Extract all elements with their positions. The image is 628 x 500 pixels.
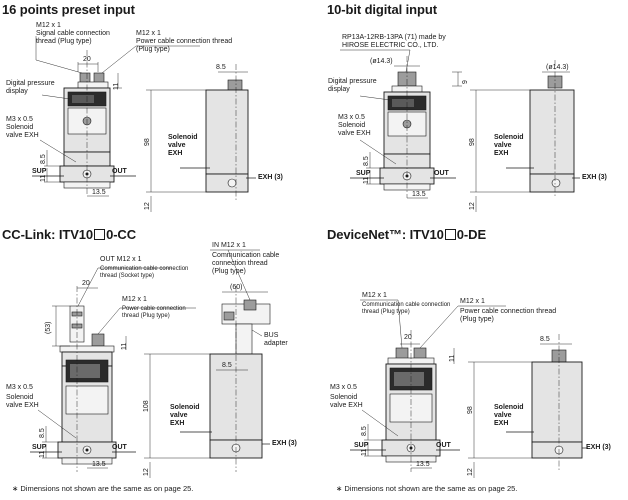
devicenet-dim-12: 12: [467, 468, 474, 476]
preset-gauge-label: Digital pressure display: [6, 80, 55, 95]
cclink-power-thread: Power cable connection thread (Plug type…: [122, 306, 186, 319]
preset-m3-label: M3 x 0.5: [6, 116, 33, 123]
digital-dim-9: 9: [462, 80, 469, 84]
devicenet-out: OUT: [436, 442, 451, 449]
cclink-out: OUT: [112, 444, 127, 451]
devicenet-dim-135: 13.5: [416, 461, 430, 468]
cclink-title-post: 0-CC: [106, 227, 136, 242]
preset-solenoid-exh: Solenoid valve EXH: [6, 124, 39, 139]
cclink-title: CC-Link: ITV10 0-CC: [2, 227, 136, 242]
preset-title: 16 points preset input: [2, 2, 135, 17]
devicenet-front-view: [350, 299, 506, 472]
preset-dim-98: 98: [144, 138, 151, 146]
cclink-out-m12: OUT M12 x 1: [100, 256, 142, 263]
digital-m3-label: M3 x 0.5: [338, 114, 365, 121]
digital-solenoid-side: Solenoid valve EXH: [494, 134, 524, 157]
devicenet-title-box: [444, 229, 456, 240]
cclink-m12-power: M12 x 1: [122, 296, 147, 303]
preset-dim-11-top: 11: [113, 82, 120, 90]
footnote-right: ∗ Dimensions not shown are the same as o…: [336, 484, 518, 493]
cclink-dim-135: 13.5: [92, 461, 106, 468]
preset-exh3: EXH (3): [258, 174, 283, 181]
cclink-dim-85b: 8.5: [39, 428, 46, 438]
devicenet-power-thread: Power cable connection thread (Plug type…: [460, 308, 557, 323]
devicenet-comm-thread: Communication cable connection thread (P…: [362, 302, 451, 315]
cclink-front-view: [30, 267, 196, 472]
preset-sup: SUP: [32, 168, 47, 175]
cclink-dim-60: (60): [230, 284, 243, 291]
devicenet-solenoid-exh: Solenoid valve EXH: [330, 394, 363, 409]
cclink-dim-11b: 11: [39, 450, 46, 458]
devicenet-dim-98: 98: [467, 406, 474, 414]
preset-side-view: [146, 64, 256, 212]
digital-sup: SUP: [356, 170, 371, 177]
cclink-solenoid-side: Solenoid valve EXH: [170, 404, 200, 427]
digital-gauge-label: Digital pressure display: [328, 78, 377, 93]
digital-dim-12: 12: [469, 202, 476, 210]
devicenet-sup: SUP: [354, 442, 369, 449]
preset-out: OUT: [112, 168, 127, 175]
preset-dim-11b: 11: [40, 174, 47, 182]
devicenet-dim-85b: 8.5: [361, 426, 368, 436]
cclink-side-view: [144, 249, 271, 478]
devicenet-m3-label: M3 x 0.5: [330, 384, 357, 391]
digital-phi-side: (ø14.3): [546, 64, 569, 71]
cclink-comm-thread: Communication cable connection thread (S…: [100, 266, 189, 279]
digital-phi-front: (ø14.3): [370, 58, 393, 65]
preset-m12-power: M12 x 1: [136, 30, 161, 37]
digital-out: OUT: [434, 170, 449, 177]
digital-exh3: EXH (3): [582, 174, 607, 181]
preset-dim-85: 8.5: [216, 64, 226, 71]
preset-solenoid-side: Solenoid valve EXH: [168, 134, 198, 157]
cclink-dim-12: 12: [143, 468, 150, 476]
preset-dim-135: 13.5: [92, 189, 106, 196]
digital-title: 10-bit digital input: [327, 2, 437, 17]
devicenet-dim-11b: 11: [361, 448, 368, 456]
cclink-solenoid-exh: Solenoid valve EXH: [6, 394, 39, 409]
devicenet-dim-20: 20: [404, 334, 412, 341]
cclink-in-m12: IN M12 x 1: [212, 242, 246, 249]
preset-dim-85b: 8.5: [40, 154, 47, 164]
digital-side-view: [470, 60, 580, 212]
cclink-dim-20: 20: [82, 280, 90, 287]
digital-dim-98: 98: [469, 138, 476, 146]
cclink-dim-85: 8.5: [222, 362, 232, 369]
digital-dim-11: 11: [363, 176, 370, 184]
devicenet-exh3: EXH (3): [586, 444, 611, 451]
cclink-title-pre: CC-Link: ITV10: [2, 227, 94, 242]
cclink-dim-11: 11: [121, 342, 128, 350]
cclink-exh3: EXH (3): [272, 440, 297, 447]
digital-connector-label: RP13A-12RB-13PA (71) made by HIROSE ELEC…: [342, 34, 446, 49]
devicenet-dim-11: 11: [449, 354, 456, 362]
preset-m12-signal: M12 x 1: [36, 22, 61, 29]
digital-front-view: [340, 49, 462, 199]
devicenet-title-post: 0-DE: [456, 227, 487, 242]
devicenet-m12-power: M12 x 1: [460, 298, 485, 305]
preset-dim-12: 12: [144, 202, 151, 210]
devicenet-dim-85: 8.5: [540, 336, 550, 343]
devicenet-title: DeviceNet™: ITV10 0-DE: [327, 227, 486, 242]
devicenet-side-view: [468, 334, 588, 478]
devicenet-solenoid-side: Solenoid valve EXH: [494, 404, 524, 427]
footnote-left: ∗ Dimensions not shown are the same as o…: [12, 484, 194, 493]
devicenet-m12-comm: M12 x 1: [362, 292, 387, 299]
preset-signal-thread: Signal cable connection thread (Plug typ…: [36, 30, 110, 45]
cclink-title-box: [94, 229, 106, 240]
cclink-bus-adapter: BUS adapter: [264, 332, 288, 347]
digital-solenoid-exh: Solenoid valve EXH: [338, 122, 371, 137]
cclink-m3-label: M3 x 0.5: [6, 384, 33, 391]
digital-dim-135: 13.5: [412, 191, 426, 198]
preset-front-view: [32, 36, 200, 197]
devicenet-title-pre: DeviceNet™: ITV10: [327, 227, 444, 242]
preset-dim-20: 20: [83, 56, 91, 63]
cclink-dim-108: 108: [143, 400, 150, 412]
cclink-dim-53: (53): [45, 321, 52, 334]
preset-power-thread: Power cable connection thread (Plug type…: [136, 38, 233, 53]
cclink-comm-thread-in: Communication cable connection thread (P…: [212, 252, 280, 275]
digital-dim-85: 8.5: [363, 156, 370, 166]
cclink-sup: SUP: [32, 444, 47, 451]
